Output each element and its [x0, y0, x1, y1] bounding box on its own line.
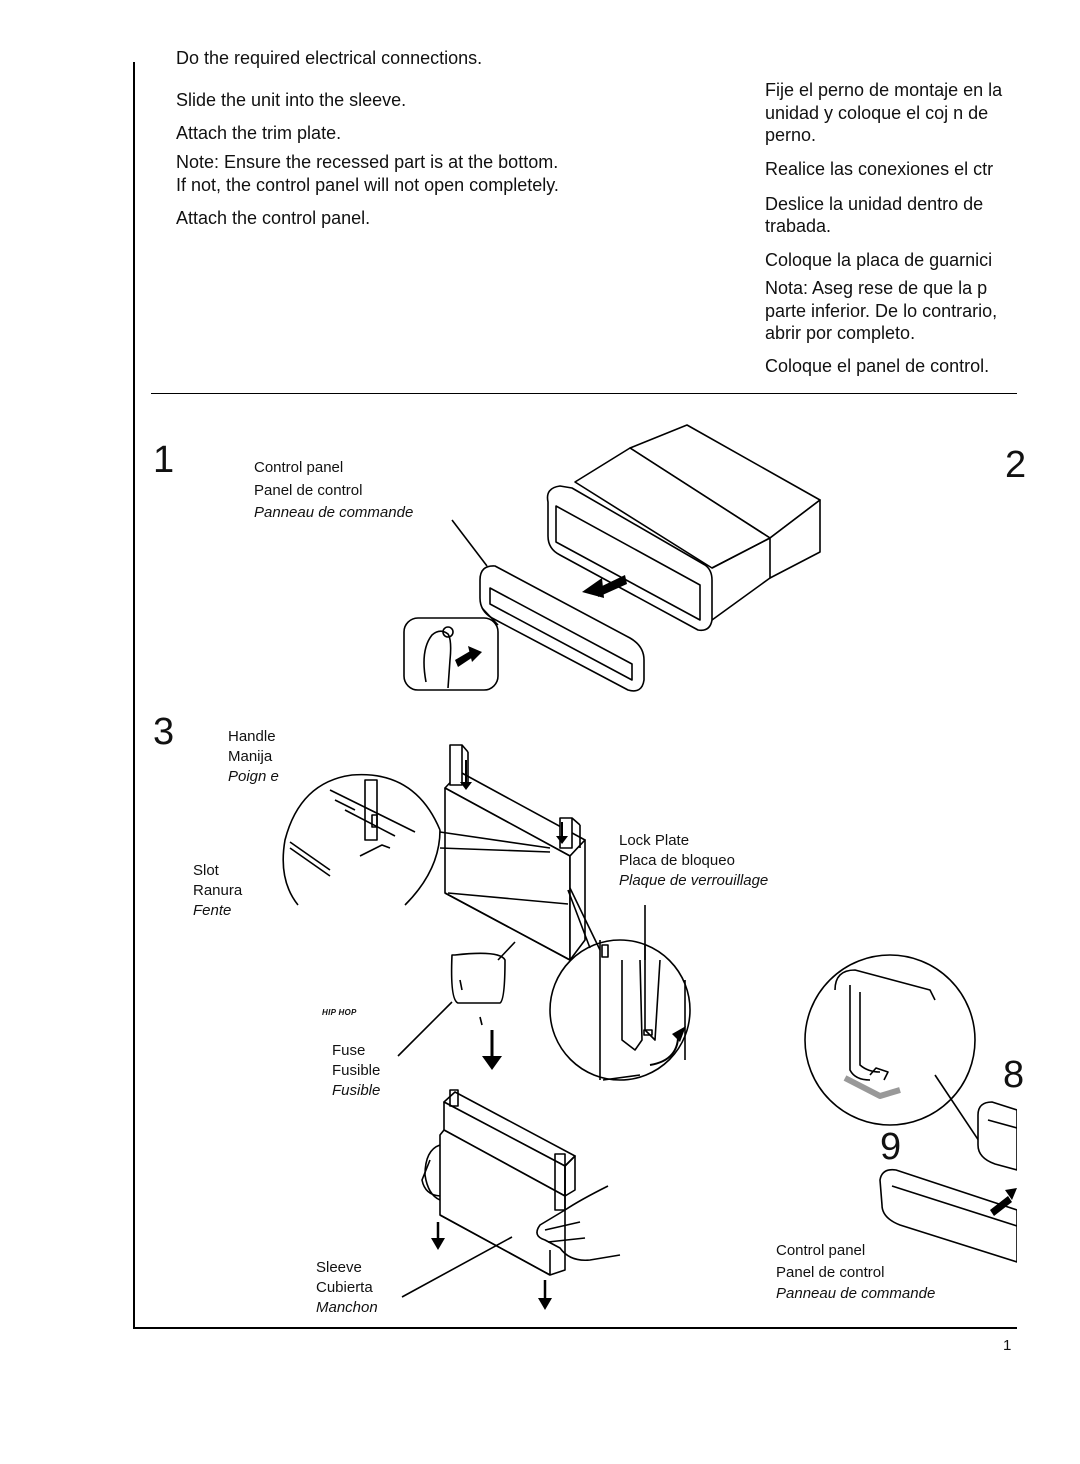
spanish-column: Fije el perno de montaje en la unidad y … — [765, 80, 1003, 376]
page-number: 1 — [1003, 1337, 1012, 1354]
step-number-1: 1 — [153, 439, 175, 481]
handle-slot-detail — [282, 773, 441, 906]
cut-off-line: Do the required electrical connections. — [176, 48, 483, 68]
bottom-rule — [133, 1327, 1017, 1329]
slot-label: Slot Ranura Fente — [193, 862, 243, 919]
sleeve-label: Sleeve Cubierta Manchon — [316, 1259, 378, 1316]
handle-label: Handle Manija Poign e — [228, 728, 279, 785]
left-margin-rule — [133, 62, 135, 1328]
step-attach-trim: Attach the trim plate. — [176, 123, 342, 143]
hip-hop-logo: HIP HOP — [322, 1008, 357, 1017]
control-panel-label-top: Control panel Panel de control Panneau d… — [254, 459, 414, 521]
trim-plate-detail — [804, 954, 1017, 1263]
lock-plate-label: Lock Plate Placa de bloqueo Plaque de ve… — [619, 832, 769, 889]
section-divider — [151, 393, 1017, 394]
unit-sleeve-drawing — [546, 424, 821, 632]
sleeve-with-hands-drawing — [401, 1089, 621, 1310]
sleeve-assembly-drawing — [439, 744, 586, 961]
step-slide-unit: Slide the unit into the sleeve. — [176, 90, 407, 110]
note-line-2: If not, the control panel will not open … — [176, 175, 559, 195]
fuse-label: Fuse Fusible Fusible — [332, 1042, 381, 1099]
lock-plate-detail — [549, 887, 691, 1081]
fuse-detail — [397, 941, 516, 1070]
finger-inset-drawing — [403, 607, 499, 691]
step-attach-panel: Attach the control panel. — [176, 208, 371, 228]
note-line-1: Note: Ensure the recessed part is at the… — [176, 152, 559, 172]
step-number-8-clipped: 8 — [1003, 1054, 1025, 1096]
step-number-9: 9 — [880, 1126, 902, 1168]
control-panel-label-bottom: Control panel Panel de control Panneau d… — [776, 1242, 936, 1302]
step-number-2-clipped: 2 — [1005, 444, 1027, 486]
step-number-3: 3 — [153, 711, 175, 753]
